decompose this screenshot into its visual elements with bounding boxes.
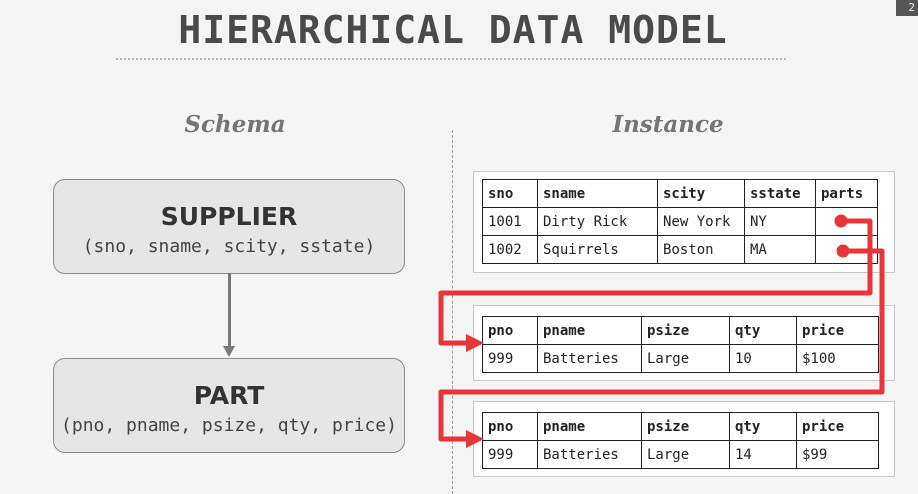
part-entity-box: PART (pno, pname, psize, qty, price) xyxy=(53,358,405,453)
table-cell: Boston xyxy=(657,235,745,264)
column-header-pname: pname xyxy=(537,316,642,345)
column-header-pno: pno xyxy=(482,412,538,441)
table-header-row: pno pname psize qty price xyxy=(482,412,879,441)
page-title: HIERARCHICAL DATA MODEL xyxy=(178,8,728,52)
supplier-table: sno sname scity sstate parts 1001 Dirty … xyxy=(482,179,878,264)
table-row: 1001 Dirty Rick New York NY xyxy=(482,207,878,236)
parent-child-arrow-line xyxy=(228,273,231,350)
column-header-qty: qty xyxy=(729,316,797,345)
part-entity-name: PART xyxy=(193,381,265,410)
table-cell: $99 xyxy=(796,440,879,469)
table-header-row: pno pname psize qty price xyxy=(482,316,879,345)
table-cell: 1002 xyxy=(482,235,538,264)
column-header-sno: sno xyxy=(482,179,538,208)
table-cell: NY xyxy=(744,207,816,236)
instance-label: Instance xyxy=(612,111,724,138)
column-header-scity: scity xyxy=(657,179,745,208)
table-cell: Large xyxy=(641,440,730,469)
part-entity-attributes: (pno, pname, psize, qty, price) xyxy=(61,415,397,436)
table-cell: New York xyxy=(657,207,745,236)
part-table-1: pno pname psize qty price 999 Batteries … xyxy=(482,316,879,373)
table-cell: 999 xyxy=(482,344,538,373)
table-cell: Squirrels xyxy=(537,235,658,264)
table-cell: MA xyxy=(744,235,816,264)
table-cell: Batteries xyxy=(537,440,642,469)
supplier-entity-box: SUPPLIER (sno, sname, scity, sstate) xyxy=(53,179,405,274)
table-cell: 14 xyxy=(729,440,797,469)
table-cell: 999 xyxy=(482,440,538,469)
parts-pointer-cell xyxy=(815,235,878,264)
table-row: 1002 Squirrels Boston MA xyxy=(482,235,878,264)
table-cell: $100 xyxy=(796,344,879,373)
arrow-down-icon xyxy=(223,346,235,357)
table-cell: Large xyxy=(641,344,730,373)
table-cell: 10 xyxy=(729,344,797,373)
column-header-qty: qty xyxy=(729,412,797,441)
column-header-price: price xyxy=(796,412,879,441)
supplier-entity-attributes: (sno, sname, scity, sstate) xyxy=(82,236,376,257)
title-underline xyxy=(116,58,786,60)
table-cell: 1001 xyxy=(482,207,538,236)
part-table-2: pno pname psize qty price 999 Batteries … xyxy=(482,412,879,469)
column-header-psize: psize xyxy=(641,316,730,345)
table-cell: Batteries xyxy=(537,344,642,373)
table-row: 999 Batteries Large 10 $100 xyxy=(482,344,879,373)
column-header-pno: pno xyxy=(482,316,538,345)
schema-label: Schema xyxy=(184,111,286,138)
column-header-price: price xyxy=(796,316,879,345)
supplier-entity-name: SUPPLIER xyxy=(160,202,298,231)
table-header-row: sno sname scity sstate parts xyxy=(482,179,878,208)
parts-pointer-cell xyxy=(815,207,878,236)
column-header-pname: pname xyxy=(537,412,642,441)
table-row: 999 Batteries Large 14 $99 xyxy=(482,440,879,469)
slide-number: 2 xyxy=(896,0,918,16)
section-divider xyxy=(452,130,453,494)
table-cell: Dirty Rick xyxy=(537,207,658,236)
column-header-psize: psize xyxy=(641,412,730,441)
column-header-parts: parts xyxy=(815,179,878,208)
column-header-sstate: sstate xyxy=(744,179,816,208)
column-header-sname: sname xyxy=(537,179,658,208)
